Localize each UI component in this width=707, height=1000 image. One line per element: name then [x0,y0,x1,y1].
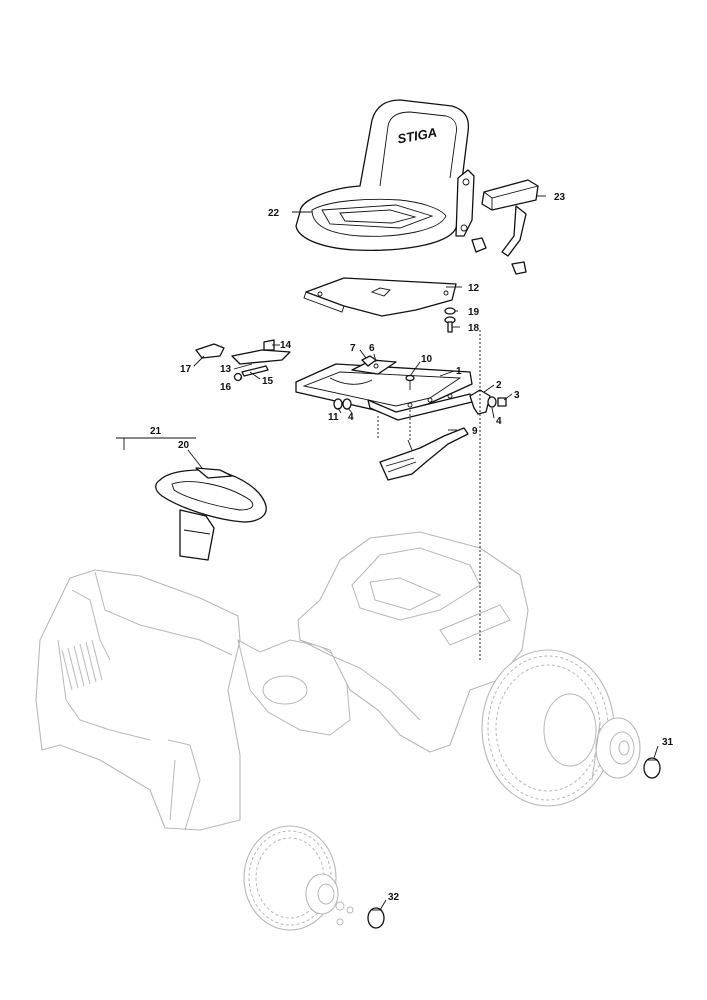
callout-11: 11 [328,412,339,423]
callout-23: 23 [554,192,566,203]
callout-16: 16 [220,382,232,393]
knob-7 [361,355,377,367]
steering-cover [195,467,233,479]
callout-17: 17 [180,364,192,375]
seat-brand-logo: STIGA [396,125,438,147]
hub-cap-31 [643,757,661,779]
washer-19 [444,307,456,315]
callout-10: 10 [421,354,433,365]
callout-22: 22 [268,208,280,219]
chassis-body-background [35,531,529,831]
callout-18: 18 [468,323,480,334]
steering-wheel [155,469,267,561]
callout-19: 19 [468,307,480,318]
callout-31: 31 [662,737,674,748]
hub-cap-32 [367,907,385,929]
lever-plate-13 [231,349,291,365]
callout-14: 14 [280,340,292,351]
callout-3: 3 [514,390,520,401]
callout-1: 1 [456,366,462,377]
callout-12: 12 [468,283,480,294]
callout-21: 21 [150,426,162,437]
callout-32: 32 [388,892,400,903]
callout-20: 20 [178,440,190,451]
nut-16 [233,372,243,382]
spring-clip-14 [263,339,275,351]
callout-4-left: 4 [348,412,354,423]
callout-4-right: 4 [496,416,502,427]
callout-labels: 22 23 12 19 18 14 13 17 16 15 7 6 10 1 2… [150,192,674,903]
adjust-lever [379,427,469,481]
screw-10 [405,374,415,390]
seat-mounting-plate [303,277,457,317]
pin-15 [241,365,269,377]
armrest [471,179,539,275]
handle-17 [195,343,225,359]
nut-11 [333,398,343,410]
rear-wheel [481,649,641,807]
callout-7: 7 [350,343,356,354]
washer-4-left [342,398,352,410]
callout-13: 13 [220,364,232,375]
callout-9: 9 [472,426,478,437]
leader-lines [116,195,659,911]
seat-slide-frame [295,363,473,421]
seat: STIGA [295,99,475,251]
callout-6: 6 [369,343,375,354]
bolt-18 [444,316,456,333]
callout-2: 2 [496,380,502,391]
washer-4-right [487,396,497,408]
front-wheel [243,825,354,931]
callout-15: 15 [262,376,274,387]
